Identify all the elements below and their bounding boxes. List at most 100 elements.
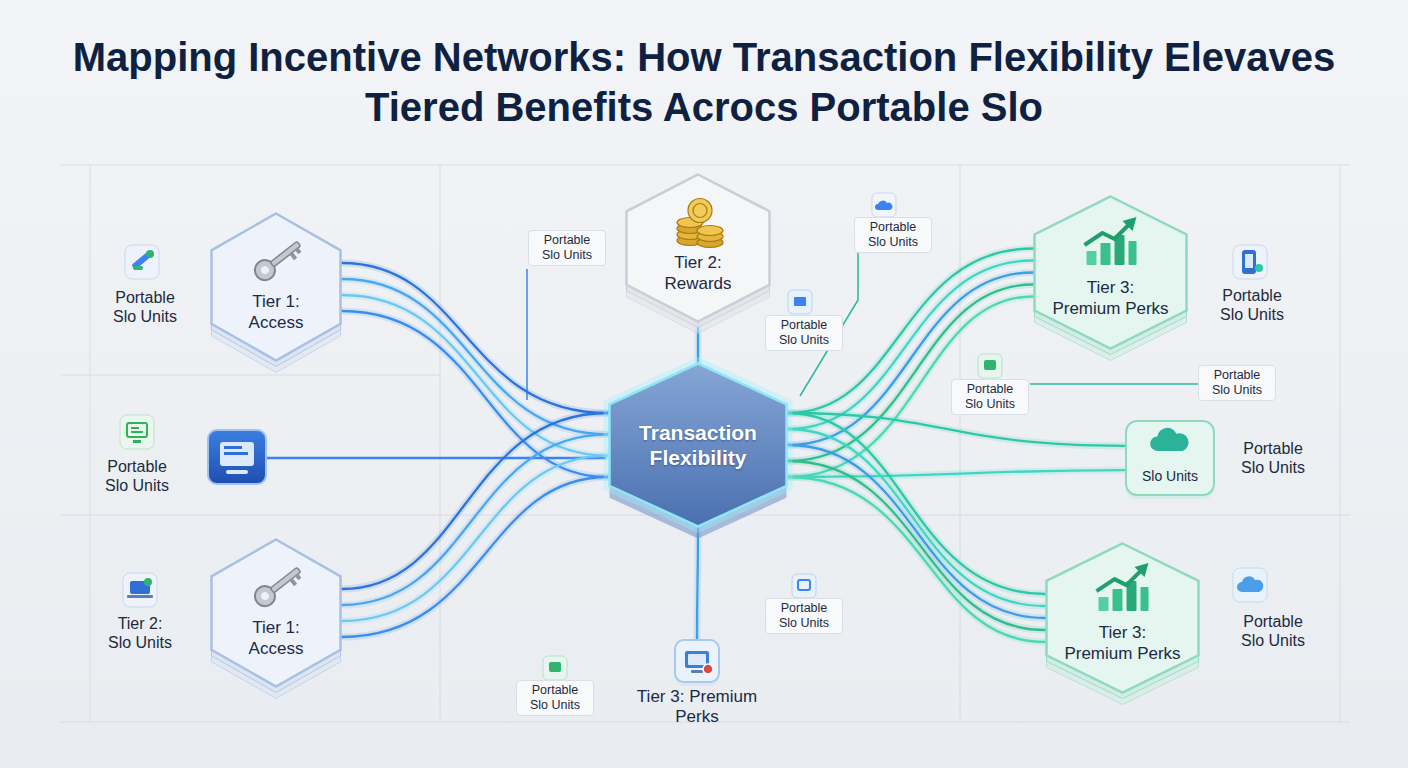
node-shape-part-part [685, 651, 713, 674]
unit-label: Portable Slo Units [1233, 439, 1313, 477]
unit-icon [978, 354, 1002, 378]
node-shape-part-part-part [703, 664, 713, 674]
unit-icon-part [1233, 245, 1267, 279]
connector-bundle [342, 413, 608, 637]
node-shape [625, 173, 771, 323]
tier-hexagon: Tier 1: Access [210, 538, 342, 688]
unit-label: Portable Slo Units [1212, 286, 1292, 324]
connector-glow [697, 528, 698, 640]
unit-icon [1233, 245, 1267, 279]
leader-lines-part [1030, 383, 1202, 385]
unit-icon-part [1255, 264, 1263, 272]
node-shape-part [685, 651, 713, 674]
node-shape-part-part-part [1101, 243, 1111, 265]
connector-glow [788, 429, 1045, 606]
grid-lines-part [960, 165, 961, 722]
monitor-tile-part [220, 442, 254, 466]
node-shape-part [627, 175, 770, 322]
connector-bundle [342, 263, 608, 477]
node-shape-part [1126, 421, 1214, 495]
leader-lines-part [526, 269, 528, 400]
node-shape-part-part [1085, 217, 1137, 265]
unit-icon [788, 290, 812, 314]
unit-icon-part [131, 431, 143, 433]
unit-icon-part [120, 415, 154, 449]
diagram-title: Mapping Incentive Networks: How Transact… [54, 32, 1354, 132]
unit-icon-part [1237, 576, 1263, 592]
node-text: Tier 3: Premium Perks [1064, 623, 1182, 664]
unit-icon-part [798, 580, 810, 590]
node-shape-part [1035, 197, 1187, 349]
tier-hexagon: Tier 1: Access [210, 212, 342, 362]
monitor-tile [208, 430, 266, 484]
node-shape [210, 212, 342, 362]
node-shape-part [251, 236, 305, 284]
node-shape-part-part-part [1085, 223, 1131, 245]
node-shape-part-part-part [688, 199, 712, 223]
unit-icon [792, 574, 816, 598]
node-shape-part [1150, 428, 1188, 451]
unit-icon-part [146, 250, 154, 258]
node-text: Tier 1: Access [231, 618, 321, 659]
connector-line [788, 445, 1045, 618]
grid-lines-part [60, 165, 1350, 166]
connector-glow [788, 445, 1045, 618]
hub-hexagon: Transaction Flexibility [608, 362, 788, 528]
node-shape-part [677, 199, 723, 248]
node-shape-part [212, 214, 341, 361]
node-text: Slo Units [1132, 468, 1208, 485]
node-shape [1045, 542, 1200, 694]
unit-icon-part [127, 423, 147, 437]
node-shape-part-part-part [1113, 589, 1123, 611]
node-shape-part [251, 562, 305, 610]
node-text: Tier 1: Access [231, 292, 321, 333]
icon-tile: Tier 3: Premium Perks [626, 640, 768, 730]
node-shape-part [610, 364, 787, 527]
unit-label: Tier 2: Slo Units [106, 614, 174, 652]
node-shape [1125, 420, 1215, 496]
unit-icon-part [543, 656, 567, 680]
node-shape-part [212, 540, 341, 687]
grid-lines-part [1340, 165, 1341, 722]
node-shape-part [610, 364, 787, 527]
unit-box: Slo Units [1125, 420, 1215, 496]
unit-icon-part [144, 578, 152, 586]
unit-icon-part [788, 290, 812, 314]
connector-bundle [788, 249, 1033, 478]
node-shape-part-part-part [1129, 241, 1137, 265]
node-shape-part-part [251, 562, 305, 610]
node-shape-part-part-part [259, 265, 270, 276]
unit-label: Portable Slo Units [1233, 612, 1313, 650]
unit-icon-part [792, 574, 816, 598]
node-shape-part-part [1150, 428, 1188, 451]
connector-glow [342, 477, 608, 637]
unit-tag: Portable Slo Units [528, 230, 606, 266]
node-text: Tier 2: Rewards [648, 253, 748, 294]
node-shape-part-part-part [259, 591, 270, 602]
grid-lines-part [60, 375, 440, 376]
node-shape-part-part [1097, 563, 1149, 611]
unit-icon-part [875, 201, 892, 210]
node-shape-part-part-part [289, 577, 297, 586]
node-shape-part-part-part [1123, 217, 1137, 231]
unit-icon-part [978, 354, 1002, 378]
node-shape-part [1085, 217, 1137, 265]
unit-tag: Portable Slo Units [854, 217, 932, 253]
unit-icon-part [127, 595, 153, 598]
connector-line [342, 311, 608, 477]
unit-icon-part [1242, 250, 1256, 274]
unit-icon-part [984, 360, 996, 370]
unit-icon [125, 245, 159, 279]
node-shape-part-part-part [1099, 597, 1109, 611]
unit-icon-part [1245, 254, 1253, 268]
unit-icon-part [549, 662, 561, 672]
unit-icon-part [133, 440, 141, 443]
node-shape [1033, 195, 1188, 350]
node-shape-part-part-part [270, 241, 300, 267]
connector-glow [788, 413, 1045, 594]
monitor-tile-part [208, 430, 266, 484]
node-shape-part-part-part [1097, 569, 1143, 591]
node-shape-part-part [251, 236, 305, 284]
tier-hexagon: Tier 3: Premium Perks [1033, 195, 1188, 350]
